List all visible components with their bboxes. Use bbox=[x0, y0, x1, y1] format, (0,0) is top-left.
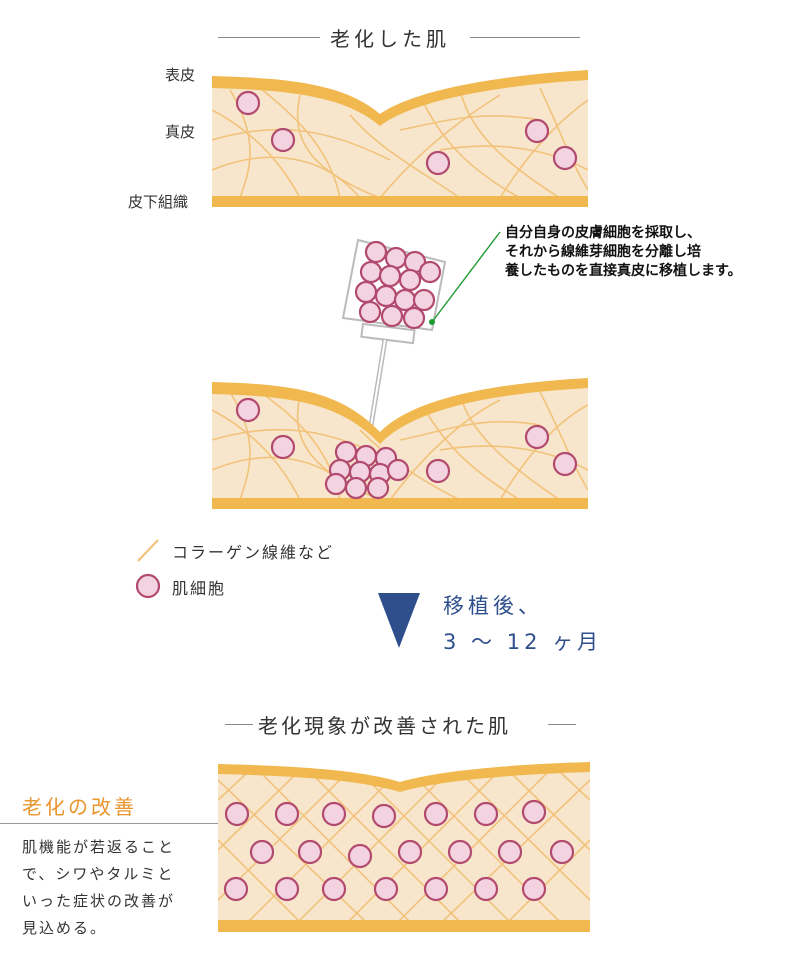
transplant-skin-panel bbox=[212, 378, 588, 509]
skin-cell bbox=[473, 876, 499, 902]
skin-cell bbox=[397, 839, 423, 865]
after-period-line-1: 移植後、 bbox=[443, 594, 543, 618]
legend-collagen-swatch bbox=[137, 539, 159, 562]
dermis-fill bbox=[212, 386, 588, 500]
label-subcutaneous: 皮下組織 bbox=[128, 193, 189, 211]
skin-cell bbox=[497, 839, 523, 865]
after-period-line-2: 3 〜 12 ヶ月 bbox=[443, 630, 603, 654]
skin-cell bbox=[270, 127, 296, 153]
skin-cell bbox=[549, 839, 575, 865]
skin-cell bbox=[274, 876, 300, 902]
callout-pointer bbox=[431, 231, 501, 323]
skin-cell bbox=[425, 150, 451, 176]
callout-text: 自分自身の皮膚細胞を採取し、 それから線維芽細胞を分離し培 養したものを直接真皮… bbox=[505, 224, 742, 281]
skin-cells bbox=[235, 397, 578, 484]
dermis-fill bbox=[212, 78, 588, 198]
subcutaneous-band bbox=[218, 920, 590, 932]
title-improved-rule-left bbox=[225, 724, 253, 725]
aged-skin-panel bbox=[212, 70, 588, 207]
callout-line-1: 自分自身の皮膚細胞を採取し、 bbox=[505, 225, 701, 241]
improvement-rule bbox=[0, 823, 218, 824]
callout-line-2: それから線維芽細胞を分離し培 bbox=[505, 244, 701, 260]
collagen-fibers bbox=[212, 87, 588, 198]
skin-cell bbox=[425, 458, 451, 484]
legend-collagen-label: コラーゲン線維など bbox=[172, 543, 335, 562]
title-aged-rule-right bbox=[470, 37, 580, 38]
epidermis-band bbox=[218, 762, 590, 792]
skin-cell bbox=[321, 801, 347, 827]
legend-cell-label: 肌細胞 bbox=[172, 579, 227, 598]
improvement-line-1: 肌機能が若返ること bbox=[22, 838, 176, 856]
down-arrow-icon bbox=[378, 593, 420, 648]
injected-cells bbox=[324, 440, 410, 500]
skin-cell bbox=[521, 876, 547, 902]
skin-cell bbox=[274, 801, 300, 827]
syringe-plunger bbox=[360, 322, 416, 345]
improvement-description: 肌機能が若返ること で、シワやタルミと いった症状の改善が 見込める。 bbox=[22, 834, 175, 942]
skin-cell bbox=[235, 397, 261, 423]
skin-cell bbox=[423, 801, 449, 827]
label-dermis: 真皮 bbox=[165, 123, 196, 141]
skin-cell bbox=[473, 801, 499, 827]
title-improved: 老化現象が改善された肌 bbox=[258, 714, 511, 738]
epidermis-band bbox=[212, 378, 588, 444]
improvement-line-3: いった症状の改善が bbox=[22, 892, 176, 910]
title-aged: 老化した肌 bbox=[330, 27, 450, 51]
skin-cell bbox=[223, 876, 249, 902]
improvement-line-2: で、シワやタルミと bbox=[22, 865, 175, 883]
skin-cell bbox=[235, 90, 261, 116]
skin-cell bbox=[224, 801, 250, 827]
label-epidermis: 表皮 bbox=[165, 66, 196, 84]
skin-cell bbox=[423, 876, 449, 902]
skin-cell bbox=[524, 424, 550, 450]
skin-cell bbox=[373, 876, 399, 902]
epidermis-band bbox=[212, 70, 588, 126]
skin-cell bbox=[270, 434, 296, 460]
skin-cell bbox=[521, 799, 547, 825]
improvement-line-4: 見込める。 bbox=[22, 919, 108, 937]
skin-cell bbox=[297, 839, 323, 865]
skin-cell bbox=[371, 803, 397, 829]
skin-cells bbox=[235, 90, 578, 176]
cultured-cells bbox=[354, 240, 442, 330]
subcutaneous-band bbox=[212, 196, 588, 207]
legend-cell-swatch bbox=[135, 573, 161, 599]
callout-dot bbox=[429, 319, 435, 325]
title-aged-rule-left bbox=[218, 37, 320, 38]
skin-cell bbox=[347, 843, 373, 869]
skin-cell bbox=[524, 118, 550, 144]
title-improved-rule-right bbox=[548, 724, 576, 725]
improvement-heading: 老化の改善 bbox=[22, 795, 137, 819]
skin-cell bbox=[249, 839, 275, 865]
improved-skin-panel bbox=[218, 762, 590, 932]
subcutaneous-band bbox=[212, 498, 588, 509]
skin-cells bbox=[223, 799, 575, 902]
skin-cell bbox=[321, 876, 347, 902]
skin-cell bbox=[447, 839, 473, 865]
skin-cell bbox=[552, 145, 578, 171]
callout-line-3: 養したものを直接真皮に移植します。 bbox=[505, 263, 742, 279]
skin-cell bbox=[552, 451, 578, 477]
syringe bbox=[341, 238, 447, 445]
